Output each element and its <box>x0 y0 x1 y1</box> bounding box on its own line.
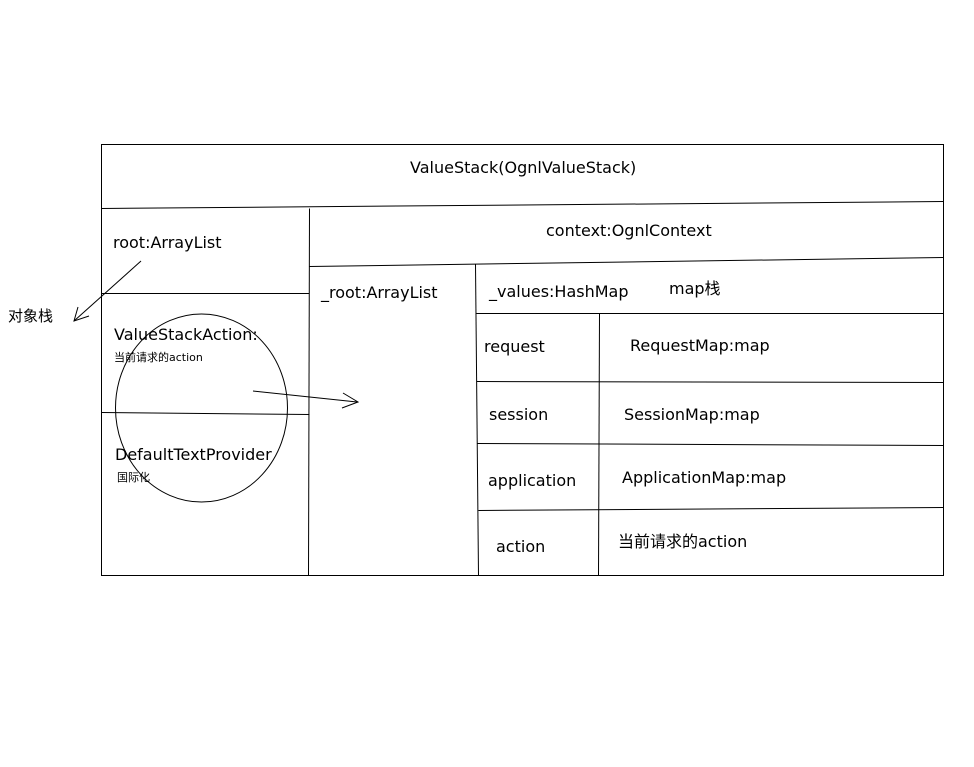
root-arrow-line <box>252 390 358 403</box>
map-key: application <box>488 471 577 490</box>
root-column-divider <box>308 208 310 576</box>
context-divider <box>309 257 944 267</box>
map-value: ApplicationMap:map <box>622 468 787 487</box>
root-row-divider-2 <box>101 412 310 415</box>
map-key: session <box>489 405 549 424</box>
object-stack-arrow-head <box>73 306 90 322</box>
map-stack-label: map栈 <box>669 279 721 298</box>
map-row-divider-1 <box>476 381 944 383</box>
root-ref-label: _root:ArrayList <box>321 283 438 302</box>
root-ref-divider <box>475 264 479 576</box>
stack-item-name: DefaultTextProvider <box>115 445 272 464</box>
map-key: action <box>496 537 546 556</box>
object-stack-circle <box>115 313 288 503</box>
map-value: 当前请求的action <box>618 532 748 551</box>
map-key: request <box>484 337 545 356</box>
map-row-divider-2 <box>477 443 944 446</box>
context-label: context:OgnlContext <box>546 221 712 240</box>
map-column-divider <box>598 313 600 576</box>
map-value: RequestMap:map <box>630 336 770 355</box>
root-arrow-head <box>341 392 360 409</box>
map-value: SessionMap:map <box>624 405 760 424</box>
stack-item-note: 当前请求的action <box>114 351 203 364</box>
stack-item-note: 国际化 <box>117 471 150 484</box>
root-label: root:ArrayList <box>113 233 222 252</box>
outer-frame <box>101 144 944 576</box>
stack-item-name: ValueStackAction: <box>114 325 258 344</box>
object-stack-label: 对象栈 <box>8 307 54 325</box>
values-label: _values:HashMap <box>489 282 629 301</box>
header-divider <box>101 201 944 209</box>
object-stack-arrow-line <box>73 260 142 322</box>
map-row-divider-3 <box>478 507 944 511</box>
diagram-title: ValueStack(OgnlValueStack) <box>410 158 637 177</box>
